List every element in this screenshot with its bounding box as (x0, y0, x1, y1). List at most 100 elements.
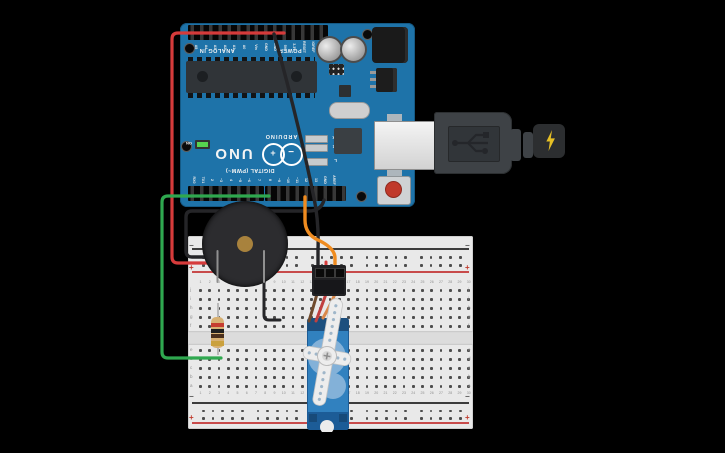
breadboard-hole[interactable] (404, 409, 408, 413)
breadboard-hole[interactable] (439, 358, 443, 361)
breadboard-hole[interactable] (458, 325, 461, 328)
breadboard-hole[interactable] (394, 417, 398, 420)
breadboard-hole[interactable] (365, 409, 369, 413)
breadboard-hole[interactable] (349, 417, 353, 420)
breadboard-hole[interactable] (275, 409, 279, 413)
breadboard-hole[interactable] (291, 316, 295, 319)
breadboard-hole[interactable] (420, 256, 423, 259)
breadboard-hole[interactable] (240, 409, 244, 413)
breadboard-hole[interactable] (356, 316, 360, 319)
breadboard-hole[interactable] (365, 385, 369, 388)
wire-black-jumper[interactable] (262, 264, 282, 322)
breadboard-hole[interactable] (217, 367, 221, 370)
breadboard-hole[interactable] (300, 349, 304, 352)
breadboard-hole[interactable] (300, 376, 304, 379)
breadboard-hole[interactable] (300, 289, 304, 292)
breadboard-hole[interactable] (375, 264, 378, 267)
breadboard-hole[interactable] (349, 409, 353, 413)
breadboard-hole[interactable] (245, 316, 249, 319)
breadboard-hole[interactable] (430, 385, 434, 388)
breadboard-hole[interactable] (199, 298, 202, 301)
breadboard-hole[interactable] (349, 264, 353, 267)
breadboard-hole[interactable] (199, 385, 202, 388)
breadboard-hole[interactable] (421, 385, 424, 388)
breadboard-hole[interactable] (384, 325, 387, 328)
breadboard-hole[interactable] (254, 358, 258, 361)
breadboard-hole[interactable] (295, 256, 299, 259)
breadboard-hole[interactable] (282, 289, 286, 292)
breadboard-hole[interactable] (467, 367, 471, 370)
breadboard-hole[interactable] (374, 307, 378, 310)
breadboard-hole[interactable] (245, 349, 249, 352)
breadboard-hole[interactable] (393, 298, 397, 301)
breadboard-hole[interactable] (266, 409, 269, 413)
breadboard-hole[interactable] (282, 316, 286, 319)
breadboard-hole[interactable] (282, 325, 286, 328)
breadboard-hole[interactable] (429, 256, 433, 259)
breadboard-hole[interactable] (291, 349, 295, 352)
breadboard-hole[interactable] (236, 325, 239, 328)
breadboard-hole[interactable] (365, 325, 369, 328)
breadboard-hole[interactable] (365, 367, 369, 370)
breadboard-hole[interactable] (254, 316, 258, 319)
breadboard-hole[interactable] (356, 385, 360, 388)
breadboard-hole[interactable] (208, 298, 212, 301)
breadboard-hole[interactable] (458, 256, 462, 259)
breadboard-hole[interactable] (256, 417, 260, 420)
breadboard-hole[interactable] (448, 316, 452, 319)
breadboard-hole[interactable] (458, 385, 461, 388)
breadboard-hole[interactable] (393, 367, 397, 370)
breadboard-hole[interactable] (421, 289, 424, 292)
breadboard-hole[interactable] (226, 385, 230, 388)
breadboard-hole[interactable] (254, 325, 258, 328)
breadboard-hole[interactable] (356, 367, 360, 370)
breadboard-hole[interactable] (245, 325, 249, 328)
breadboard-hole[interactable] (208, 325, 212, 328)
breadboard-hole[interactable] (402, 358, 406, 361)
breadboard-hole[interactable] (421, 376, 424, 379)
breadboard-hole[interactable] (319, 316, 323, 319)
breadboard-hole[interactable] (394, 256, 398, 259)
breadboard-hole[interactable] (449, 264, 452, 267)
breadboard-hole[interactable] (374, 325, 378, 328)
breadboard-hole[interactable] (374, 376, 378, 379)
digital-header-high[interactable] (265, 186, 346, 201)
breadboard-hole[interactable] (236, 289, 239, 292)
breadboard-hole[interactable] (365, 256, 369, 259)
breadboard-hole[interactable] (254, 289, 258, 292)
breadboard-hole[interactable] (285, 417, 289, 420)
breadboard-hole[interactable] (254, 307, 258, 310)
breadboard-hole[interactable] (467, 349, 471, 352)
power-header[interactable] (252, 25, 328, 40)
breadboard-hole[interactable] (449, 256, 452, 259)
breadboard-hole[interactable] (273, 376, 276, 379)
breadboard-hole[interactable] (319, 298, 323, 301)
breadboard-hole[interactable] (458, 307, 461, 310)
breadboard-hole[interactable] (439, 385, 443, 388)
breadboard-hole[interactable] (254, 376, 258, 379)
breadboard-hole[interactable] (254, 298, 258, 301)
breadboard-hole[interactable] (300, 325, 304, 328)
breadboard-hole[interactable] (240, 417, 244, 420)
breadboard-hole[interactable] (393, 325, 397, 328)
breadboard-hole[interactable] (430, 307, 434, 310)
breadboard-hole[interactable] (263, 325, 267, 328)
breadboard-hole[interactable] (402, 367, 406, 370)
breadboard-hole[interactable] (221, 409, 225, 413)
breadboard-hole[interactable] (282, 367, 286, 370)
breadboard-hole[interactable] (411, 325, 415, 328)
breadboard-hole[interactable] (199, 316, 202, 319)
breadboard-hole[interactable] (310, 298, 313, 301)
breadboard-hole[interactable] (411, 307, 415, 310)
breadboard-hole[interactable] (439, 264, 443, 267)
breadboard-hole[interactable] (439, 298, 443, 301)
breadboard-hole[interactable] (217, 376, 221, 379)
breadboard-hole[interactable] (300, 367, 304, 370)
servo-horn[interactable] (296, 290, 366, 415)
breadboard-hole[interactable] (430, 289, 434, 292)
breadboard-hole[interactable] (199, 376, 202, 379)
resistor[interactable] (209, 303, 227, 355)
breadboard-hole[interactable] (226, 289, 230, 292)
breadboard-hole[interactable] (199, 349, 202, 352)
breadboard-hole[interactable] (467, 376, 471, 379)
